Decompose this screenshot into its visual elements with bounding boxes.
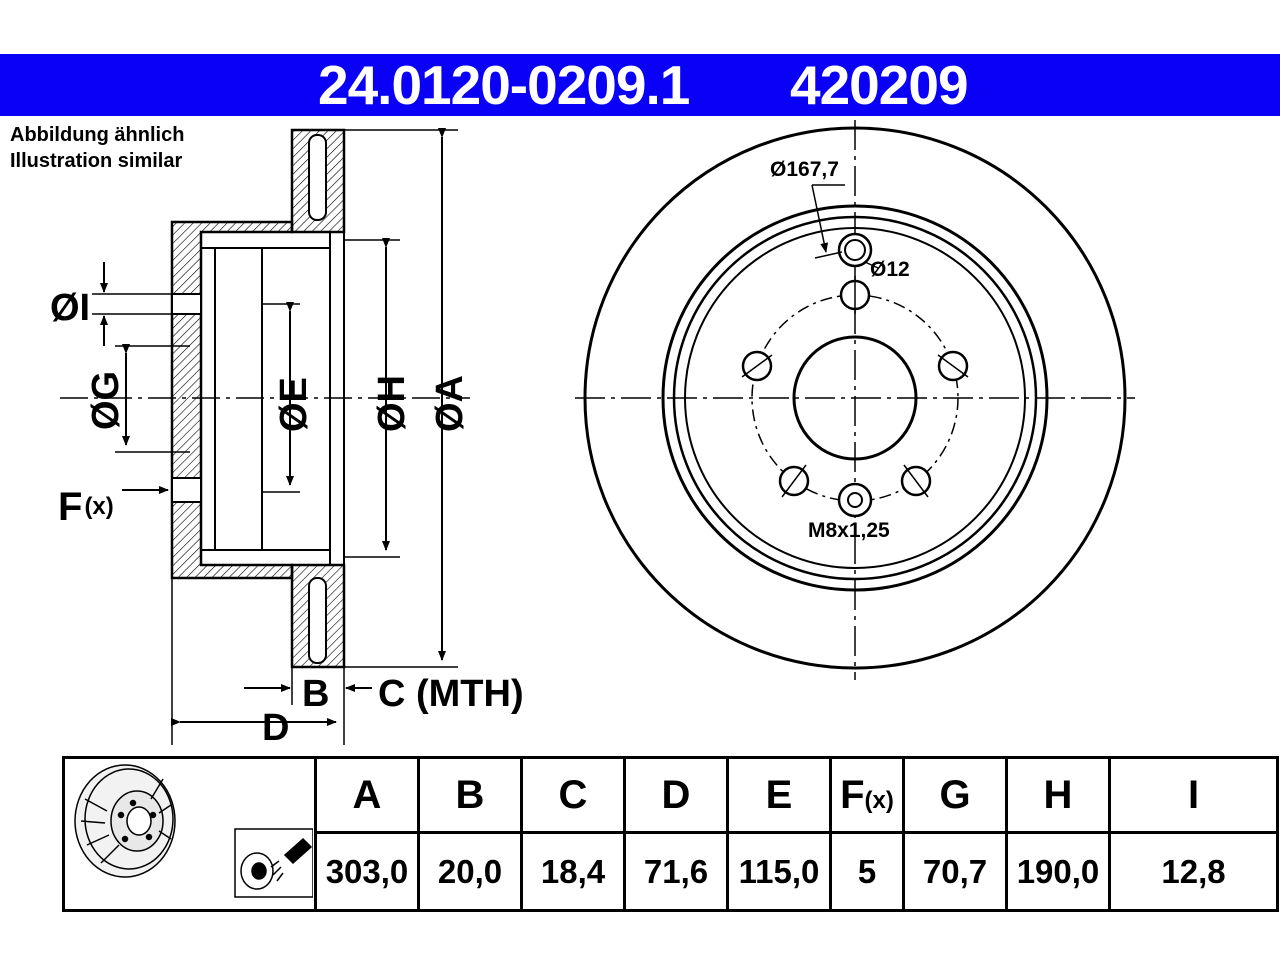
cross-section <box>60 128 470 745</box>
reference-number: 420209 <box>790 54 969 116</box>
spec-table: A B C D E F(x) G H I 303,0 20,0 18,4 71,… <box>62 755 1279 912</box>
value-g: 70,7 <box>902 831 1008 912</box>
lower-vent <box>308 577 327 664</box>
header-b: B <box>417 755 523 835</box>
table-value-row: 303,0 20,0 18,4 71,6 115,0 5 70,7 190,0 … <box>64 831 1279 912</box>
note-german: Abbildung ähnlich <box>10 124 185 146</box>
brake-disc-3d-icon <box>73 764 314 898</box>
illustration-note: Abbildung ähnlich Illustration similar <box>10 122 184 174</box>
hole-f-cut <box>171 477 202 503</box>
locating-hole-outer <box>837 232 873 268</box>
locating-hole-inner <box>844 239 866 261</box>
label-f-main: F <box>58 485 82 529</box>
label-b: B <box>302 673 329 715</box>
header-d: D <box>623 755 729 835</box>
value-d: 71,6 <box>623 831 729 912</box>
front-view <box>575 120 1135 680</box>
value-b: 20,0 <box>417 831 523 912</box>
header-bar: 24.0120-0209.1 420209 <box>0 54 1280 116</box>
label-d: D <box>262 707 289 749</box>
label-dia-a: ØA <box>429 375 471 432</box>
hole-i-cut <box>171 293 202 315</box>
header-f-sub: (x) <box>864 786 894 814</box>
thread-hole-inner <box>847 492 863 508</box>
table-header-row: A B C D E F(x) G H I <box>62 755 1279 912</box>
header-f-main: F <box>840 772 865 817</box>
label-hole: Ø12 <box>870 258 910 281</box>
value-i: 12,8 <box>1108 831 1279 912</box>
header-e: E <box>726 755 832 835</box>
thread-hole-outer <box>837 482 873 518</box>
header-a: A <box>314 755 420 835</box>
disc-image-cell <box>62 756 317 912</box>
value-f: 5 <box>829 831 905 912</box>
label-dia-h: ØH <box>371 375 413 432</box>
label-pcd: Ø167,7 <box>770 158 839 181</box>
technical-drawing: ØI ØG ØE ØH ØA F(x) B C (MTH) D <box>50 120 1135 749</box>
value-c: 18,4 <box>520 831 626 912</box>
part-number: 24.0120-0209.1 <box>318 54 690 116</box>
label-dia-i: ØI <box>50 287 90 329</box>
value-h: 190,0 <box>1005 831 1111 912</box>
label-c-mth: C (MTH) <box>378 673 524 715</box>
label-f: F(x) <box>58 485 114 529</box>
header-i: I <box>1108 755 1279 835</box>
header-f: F(x) <box>829 755 905 835</box>
header-c: C <box>520 755 626 835</box>
label-dia-e: ØE <box>273 377 315 432</box>
note-english: Illustration similar <box>10 150 183 172</box>
label-f-sub: (x) <box>84 493 113 520</box>
header-h: H <box>1005 755 1111 835</box>
header-g: G <box>902 755 1008 835</box>
value-a: 303,0 <box>314 831 420 912</box>
brake-disc-spray-icon <box>233 828 314 898</box>
upper-vent <box>308 134 327 221</box>
label-thread: M8x1,25 <box>808 519 890 542</box>
value-e: 115,0 <box>726 831 832 912</box>
label-dia-g: ØG <box>85 371 127 430</box>
